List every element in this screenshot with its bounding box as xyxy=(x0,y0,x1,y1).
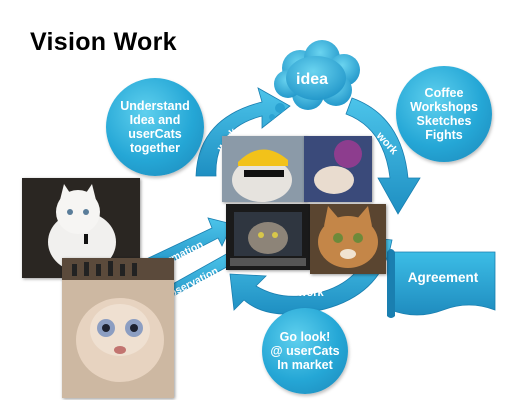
photo-cat-ball xyxy=(304,136,372,202)
ball-cat-image xyxy=(304,136,372,202)
understand-line-4: together xyxy=(129,141,180,155)
arrow-work-bottom xyxy=(229,237,393,315)
hardhat-cat-image xyxy=(222,136,306,202)
coffee-line-3: Sketches xyxy=(416,114,472,128)
understand-line-1: Understand xyxy=(120,99,190,113)
go-look-line-1: Go look! xyxy=(279,330,331,344)
kitten-image xyxy=(62,258,174,398)
understand-line-2: Idea and xyxy=(129,113,181,127)
idea-label: idea xyxy=(296,71,328,88)
agreement-label: Agreement xyxy=(407,270,479,285)
understand-circle: Understand Idea and userCats together xyxy=(106,78,204,176)
label-work-bottom: work xyxy=(297,287,325,299)
go-look-circle: Go look! @ userCats In market xyxy=(262,308,348,394)
coffee-line-1: Coffee xyxy=(424,86,464,100)
coffee-circle: Coffee Workshops Sketches Fights xyxy=(396,66,492,162)
go-look-line-3: In market xyxy=(277,358,333,372)
arrow-work-top-right xyxy=(345,97,421,215)
photo-cat-laptop xyxy=(226,204,310,270)
photo-cat-hardhat xyxy=(222,136,306,202)
laptop-cat-image xyxy=(226,204,310,270)
idea-cloud xyxy=(269,40,360,120)
photo-kitten-chess xyxy=(62,258,174,398)
coffee-line-4: Fights xyxy=(425,128,463,142)
agreement-banner: Agreement xyxy=(387,246,499,320)
go-look-line-2: @ userCats xyxy=(270,344,340,358)
tabby-cat-image xyxy=(310,204,386,274)
coffee-line-2: Workshops xyxy=(410,100,478,114)
arrow-work-top-left xyxy=(195,87,291,177)
understand-line-3: userCats xyxy=(128,127,182,141)
page-title: Vision Work xyxy=(30,28,177,56)
photo-tabby-cat xyxy=(310,204,386,274)
